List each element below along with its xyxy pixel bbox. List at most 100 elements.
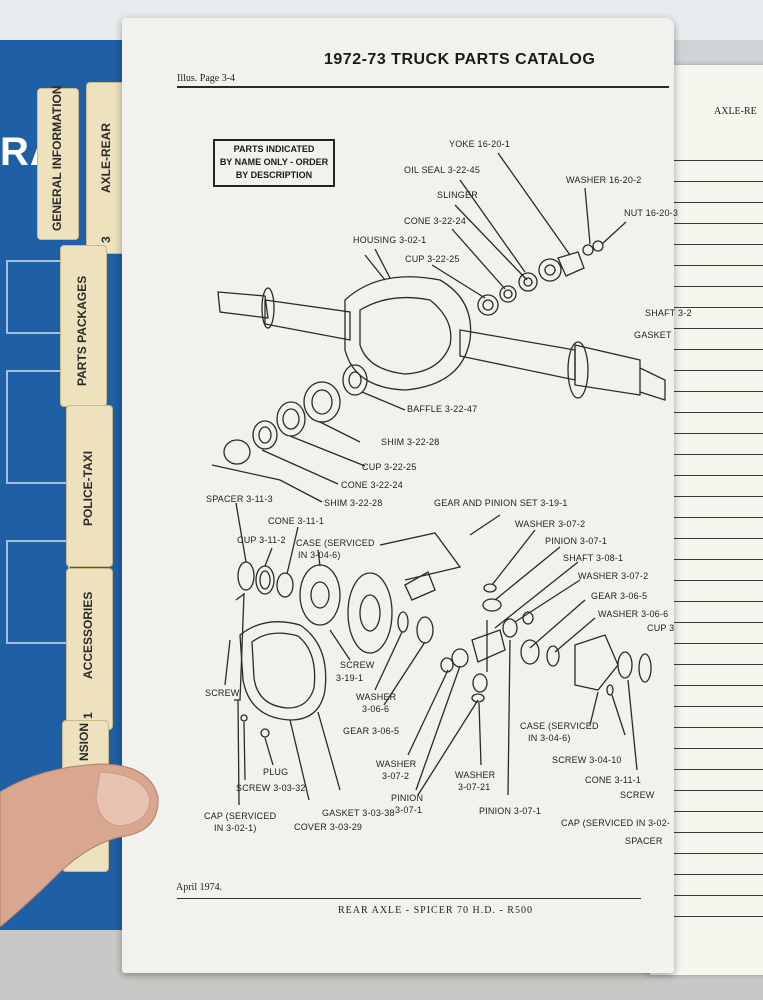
part-label-screw-3-03-32: SCREW 3-03-32 xyxy=(236,783,306,793)
part-label-slinger: SLINGER xyxy=(437,190,478,200)
tab-axle-rear[interactable]: AXLE-REAR 3 xyxy=(86,82,128,254)
part-label-cap-leftb: IN 3-02-1) xyxy=(214,823,257,833)
part-label-washer-3-07-21: WASHER xyxy=(455,770,496,780)
part-label-cup-mid: CUP 3-22-25 xyxy=(362,462,417,472)
part-label-screw-3-04-10: SCREW 3-04-10 xyxy=(552,755,622,765)
ruled-line xyxy=(662,916,763,917)
part-label-cone-3-11-1-right: CONE 3-11-1 xyxy=(585,775,642,785)
ruled-line xyxy=(662,328,763,329)
ruled-line xyxy=(662,664,763,665)
part-label-housing: HOUSING 3-02-1 xyxy=(353,235,427,245)
ruled-line xyxy=(662,160,763,161)
ruled-line xyxy=(662,832,763,833)
hand-thumb xyxy=(0,763,159,927)
ruled-line xyxy=(662,286,763,287)
ruled-line xyxy=(662,307,763,308)
ruled-line xyxy=(662,370,763,371)
part-label-gear-pinion-set: GEAR AND PINION SET 3-19-1 xyxy=(434,498,568,508)
ruled-line xyxy=(662,580,763,581)
part-label-shaft-3-08-1: SHAFT 3-08-1 xyxy=(563,553,624,563)
part-label-gasket-3-03-38: GASKET 3-03-38 xyxy=(322,808,395,818)
note-line: BY DESCRIPTION xyxy=(235,170,313,180)
ruled-line xyxy=(662,601,763,602)
ruled-line xyxy=(662,853,763,854)
part-label-plug: PLUG xyxy=(263,767,289,777)
part-label-cover: COVER 3-03-29 xyxy=(294,822,363,832)
ruled-line xyxy=(662,895,763,896)
part-label-pinion-3-07-1-midb: 3-07-1 xyxy=(395,805,423,815)
part-label-gear-3-06-5-right: GEAR 3-06-5 xyxy=(591,591,648,601)
ruled-line xyxy=(662,748,763,749)
part-label-washer-3-07-2-lowb: 3-07-2 xyxy=(382,771,410,781)
note-line: PARTS INDICATED xyxy=(233,144,315,154)
ruled-line xyxy=(662,706,763,707)
ruled-line xyxy=(662,496,763,497)
part-label-screw-3-19-1: SCREW xyxy=(340,660,375,670)
ruled-line xyxy=(662,811,763,812)
ruled-line xyxy=(662,769,763,770)
illustration-page-ref: Illus. Page 3-4 xyxy=(177,73,236,84)
part-label-pinion-3-07-1-bottom: PINION 3-07-1 xyxy=(479,806,542,816)
ruled-line xyxy=(662,391,763,392)
part-label-pinion-3-07-1-top: PINION 3-07-1 xyxy=(545,536,608,546)
part-label-cap-right: CAP (SERVICED IN 3-02- xyxy=(561,818,671,828)
header-rule xyxy=(177,86,669,88)
part-label-shim-mid: SHIM 3-22-28 xyxy=(324,498,383,508)
part-label-case-serviced-2: CASE (SERVICED xyxy=(520,721,599,731)
part-label-gasket-right: GASKET xyxy=(634,330,672,340)
part-label-washer-3-06-6b: 3-06-6 xyxy=(362,704,390,714)
ruled-line xyxy=(662,265,763,266)
ruled-line xyxy=(662,454,763,455)
tab-accessories[interactable]: ACCESSORIES 1 xyxy=(66,568,113,730)
part-label-yoke: YOKE 16-20-1 xyxy=(449,139,510,149)
note-line: BY NAME ONLY - ORDER xyxy=(219,157,329,167)
part-label-washer-3-06-6: WASHER xyxy=(356,692,397,702)
part-label-screw-left: SCREW xyxy=(205,688,240,698)
ruled-line xyxy=(662,643,763,644)
ruled-line xyxy=(662,685,763,686)
part-label-nut: NUT 16-20-3 xyxy=(624,208,679,218)
part-label-shim-top: SHIM 3-22-28 xyxy=(381,437,440,447)
part-label-washer-3-07-21b: 3-07-21 xyxy=(458,782,491,792)
part-label-cup-3-11-2: CUP 3-11-2 xyxy=(237,535,286,545)
ruled-line xyxy=(662,475,763,476)
part-label-cone-mid: CONE 3-22-24 xyxy=(341,480,403,490)
part-label-baffle: BAFFLE 3-22-47 xyxy=(407,404,478,414)
footer-section: REAR AXLE - SPICER 70 H.D. - R500 xyxy=(338,905,533,916)
part-label-cup-right-edge: CUP 3 xyxy=(647,623,675,633)
part-label-pinion-3-07-1-mid: PINION xyxy=(391,793,424,803)
part-label-case-serviced-1: CASE (SERVICED xyxy=(296,538,375,548)
part-label-washer-3-06-6-right: WASHER 3-06-6 xyxy=(598,609,669,619)
part-label-cup-3-22-25-top: CUP 3-22-25 xyxy=(405,254,460,264)
ruled-line xyxy=(662,223,763,224)
part-label-screw-right: SCREW xyxy=(620,790,655,800)
ruled-line xyxy=(662,538,763,539)
ruled-line xyxy=(662,202,763,203)
ruled-line xyxy=(662,622,763,623)
part-label-washer-16-20-2: WASHER 16-20-2 xyxy=(566,175,642,185)
part-label-spacer: SPACER 3-11-3 xyxy=(206,494,273,504)
footer-rule xyxy=(177,898,641,899)
part-label-case-serviced-2b: IN 3-04-6) xyxy=(528,733,571,743)
ruled-line xyxy=(662,349,763,350)
ruled-line xyxy=(662,727,763,728)
part-label-cone-3-11-1: CONE 3-11-1 xyxy=(268,516,325,526)
part-label-case-serviced-1b: IN 3-04-6) xyxy=(298,550,341,560)
part-label-shaft-right: SHAFT 3-2 xyxy=(645,308,692,318)
footer-date: April 1974. xyxy=(176,882,223,893)
part-label-oil-seal: OIL SEAL 3-22-45 xyxy=(404,165,481,175)
ruled-line xyxy=(662,244,763,245)
tab-parts-packages[interactable]: PARTS PACKAGES xyxy=(60,245,107,407)
ruled-line xyxy=(662,433,763,434)
part-label-cap-left: CAP (SERVICED xyxy=(204,811,277,821)
ruled-line xyxy=(662,181,763,182)
tab-general-information[interactable]: GENERAL INFORMATION xyxy=(37,85,79,240)
tab-police-taxi[interactable]: POLICE-TAXI xyxy=(66,405,113,567)
ruled-line xyxy=(662,517,763,518)
part-label-cone-3-22-24-top: CONE 3-22-24 xyxy=(404,216,466,226)
part-label-washer-3-07-2-low: WASHER xyxy=(376,759,417,769)
part-label-washer-3-07-2-top: WASHER 3-07-2 xyxy=(515,519,586,529)
part-label-screw-3-19-1b: 3-19-1 xyxy=(336,673,364,683)
right-page-header: AXLE-RE xyxy=(714,106,757,117)
